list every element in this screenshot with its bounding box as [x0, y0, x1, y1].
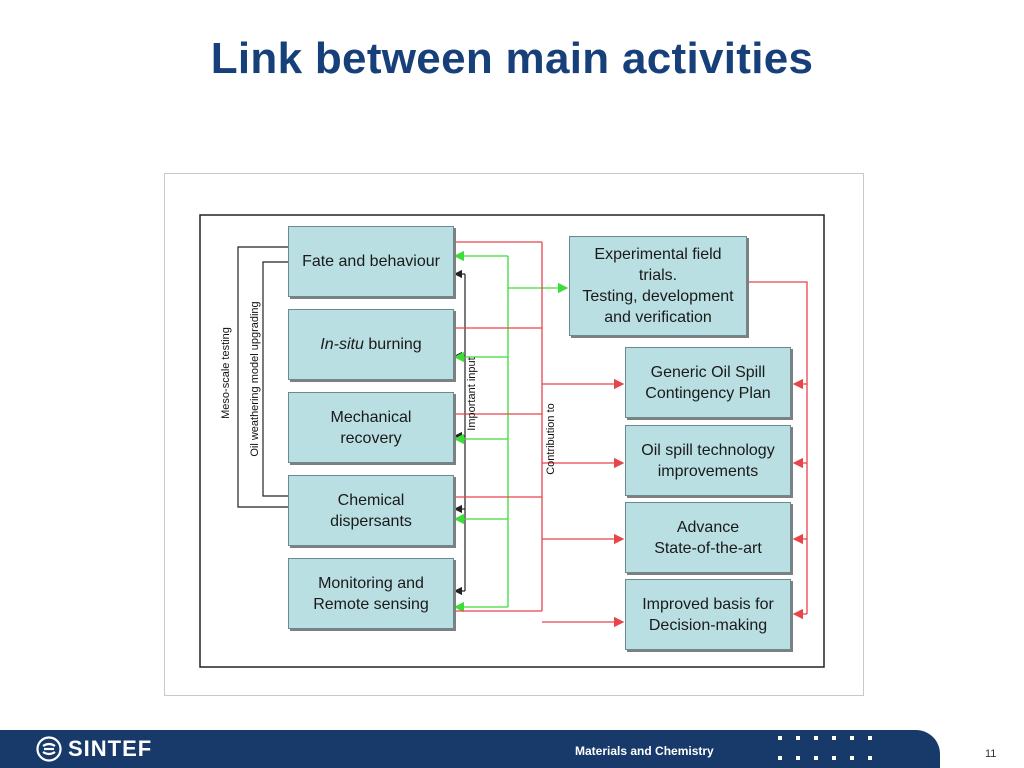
footer-bar — [0, 730, 940, 768]
footer: SINTEF Materials and Chemistry 11 — [0, 730, 1024, 768]
page-title: Link between main activities — [210, 34, 814, 83]
label-contribution: Contribution to — [545, 403, 557, 475]
box-field-trials: Experimental field trials. Testing, deve… — [569, 236, 747, 336]
dot-pattern — [778, 736, 872, 760]
box-field-line1: Experimental field — [594, 246, 722, 263]
box-decision: Improved basis for Decision-making — [625, 579, 791, 650]
box-generic-line2: Contingency Plan — [645, 384, 771, 402]
box-technology: Oil spill technology improvements — [625, 425, 791, 496]
box-mechanical-line2: recovery — [340, 429, 402, 447]
box-fate-text: Fate and behaviour — [302, 253, 440, 270]
sintef-logo: SINTEF — [36, 735, 152, 763]
box-advance-line2: State-of-the-art — [654, 539, 762, 557]
box-generic-plan: Generic Oil Spill Contingency Plan — [625, 347, 791, 418]
label-oil-weathering: Oil weathering model upgrading — [249, 301, 261, 457]
department-label: Materials and Chemistry — [575, 744, 714, 758]
logo-text: SINTEF — [68, 736, 153, 761]
box-generic-line1: Generic Oil Spill — [650, 363, 766, 381]
box-insitu-italic: In-situ — [320, 336, 364, 353]
box-field-line2: trials. — [638, 267, 678, 284]
box-chemical-line2: dispersants — [330, 512, 412, 530]
box-decision-line1: Improved basis for — [642, 595, 774, 613]
box-monitoring-line1: Monitoring and — [318, 574, 424, 592]
page-number: 11 — [985, 748, 997, 760]
box-monitoring-line2: Remote sensing — [313, 595, 429, 613]
box-insitu: In-situ burning — [288, 309, 454, 380]
box-mechanical: Mechanical recovery — [288, 392, 454, 463]
box-chemical-line1: Chemical — [337, 491, 405, 509]
box-chemical: Chemical dispersants — [288, 475, 454, 546]
box-insitu-text: In-situ burning — [320, 334, 421, 355]
weathering-bracket — [262, 261, 288, 497]
label-important-input: Important input — [466, 357, 478, 431]
box-insitu-rest: burning — [363, 336, 422, 353]
box-field-line3: Testing, development — [582, 288, 734, 305]
box-fate: Fate and behaviour — [288, 226, 454, 297]
box-decision-line2: Decision-making — [648, 616, 768, 634]
meso-bracket — [237, 246, 290, 508]
box-technology-line2: improvements — [657, 462, 759, 480]
box-advance-line1: Advance — [676, 518, 740, 536]
box-advance: Advance State-of-the-art — [625, 502, 791, 573]
box-monitoring: Monitoring and Remote sensing — [288, 558, 454, 629]
connector-layer — [199, 214, 825, 668]
sintef-logo-icon — [36, 736, 62, 762]
label-meso-scale: Meso-scale testing — [220, 327, 232, 419]
box-field-line4: and verification — [604, 309, 712, 326]
box-technology-line1: Oil spill technology — [641, 441, 775, 459]
diagram-frame: Fate and behaviour In-situ burning Mecha… — [164, 173, 864, 696]
outer-border — [199, 214, 825, 668]
box-mechanical-line1: Mechanical — [330, 408, 412, 426]
